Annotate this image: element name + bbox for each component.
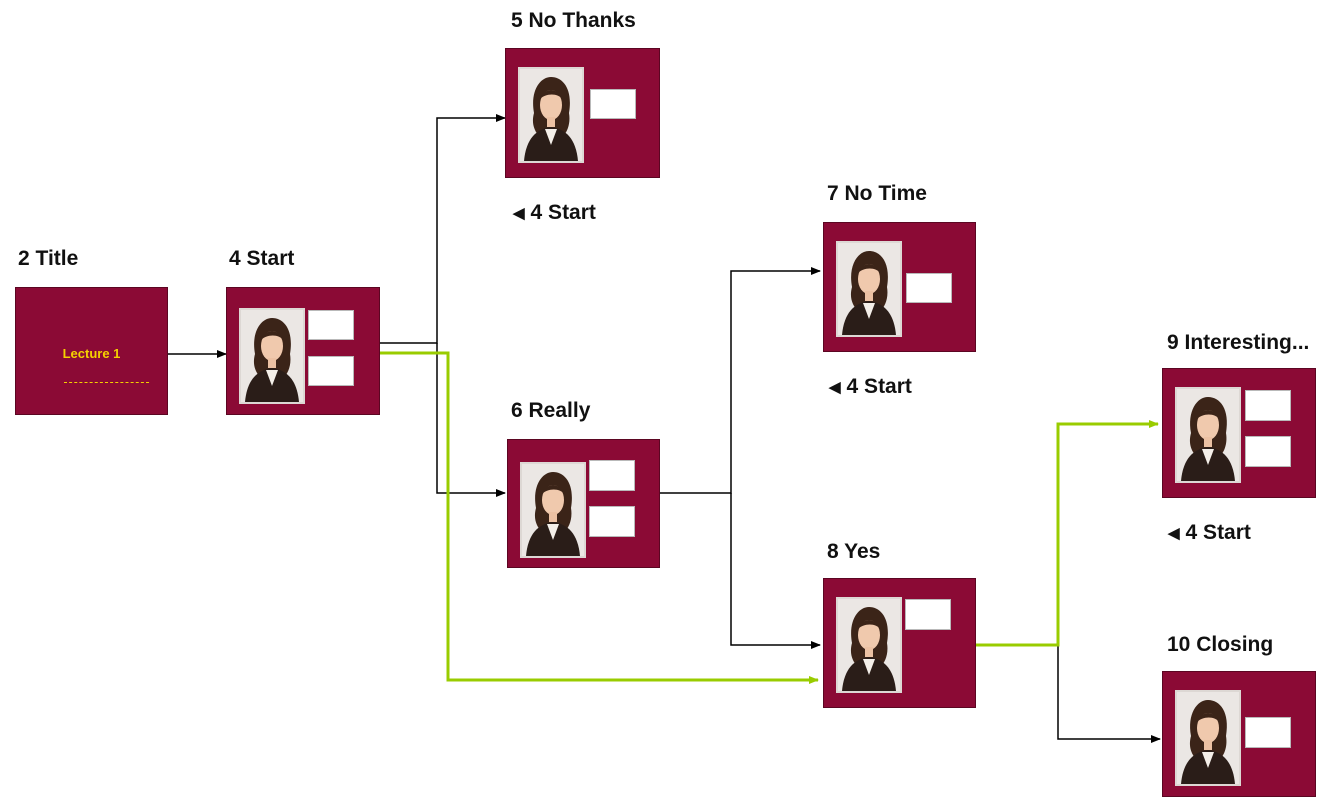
node-label-7: 7 No Time (827, 182, 927, 205)
edge-8-to-9-highlight (975, 420, 1159, 647)
edge-8-to-10 (1057, 645, 1161, 743)
slide-6-really[interactable] (507, 439, 660, 568)
back-link-5[interactable]: ◀ 4 Start (513, 201, 596, 225)
edge-6-to-8 (730, 493, 821, 649)
choice-button-2[interactable] (589, 506, 635, 537)
back-link-label: 4 Start (530, 201, 596, 224)
slide-2-title[interactable]: Lecture 1 (15, 287, 168, 415)
back-link-label: 4 Start (846, 375, 912, 398)
choice-button-1[interactable] (905, 599, 951, 630)
back-triangle-icon: ◀ (829, 379, 841, 396)
node-label-2: 2 Title (18, 247, 79, 270)
node-label-4: 4 Start (229, 247, 295, 270)
portrait-photo-icon (836, 597, 902, 693)
back-link-7[interactable]: ◀ 4 Start (829, 375, 912, 399)
choice-button-2[interactable] (308, 356, 354, 386)
node-label-9: 9 Interesting... (1167, 331, 1310, 354)
edge-4-to-8-highlight (380, 351, 819, 684)
slide-10-closing[interactable] (1162, 671, 1316, 797)
slide-4-start[interactable] (226, 287, 380, 415)
slide-9-interesting[interactable] (1162, 368, 1316, 498)
choice-button-1[interactable] (906, 273, 952, 303)
portrait-photo-icon (520, 462, 586, 558)
slide-title-text: Lecture 1 (62, 346, 121, 361)
node-label-10: 10 Closing (1167, 633, 1274, 656)
edge-6-to-7 (660, 267, 821, 494)
portrait-photo-icon (239, 308, 305, 404)
back-triangle-icon: ◀ (1168, 525, 1180, 542)
slide-7-no-time[interactable] (823, 222, 976, 352)
back-link-9[interactable]: ◀ 4 Start (1168, 521, 1251, 545)
portrait-photo-icon (1175, 690, 1241, 786)
choice-button-2[interactable] (1245, 436, 1291, 467)
portrait-photo-icon (518, 67, 584, 163)
back-triangle-icon: ◀ (513, 205, 525, 222)
back-link-label: 4 Start (1185, 521, 1251, 544)
choice-button-1[interactable] (589, 460, 635, 491)
edge-4-to-5 (380, 114, 506, 344)
node-label-6: 6 Really (511, 399, 591, 422)
node-label-8: 8 Yes (827, 540, 881, 563)
edge-4-to-6 (436, 343, 506, 497)
choice-button-1[interactable] (1245, 390, 1291, 421)
choice-button-1[interactable] (590, 89, 636, 119)
choice-button-1[interactable] (308, 310, 354, 340)
portrait-photo-icon (1175, 387, 1241, 483)
portrait-photo-icon (836, 241, 902, 337)
node-label-5: 5 No Thanks (511, 9, 636, 32)
choice-button-1[interactable] (1245, 717, 1291, 748)
slide-5-no-thanks[interactable] (505, 48, 660, 178)
slide-title-underline (64, 382, 149, 383)
slide-8-yes[interactable] (823, 578, 976, 708)
